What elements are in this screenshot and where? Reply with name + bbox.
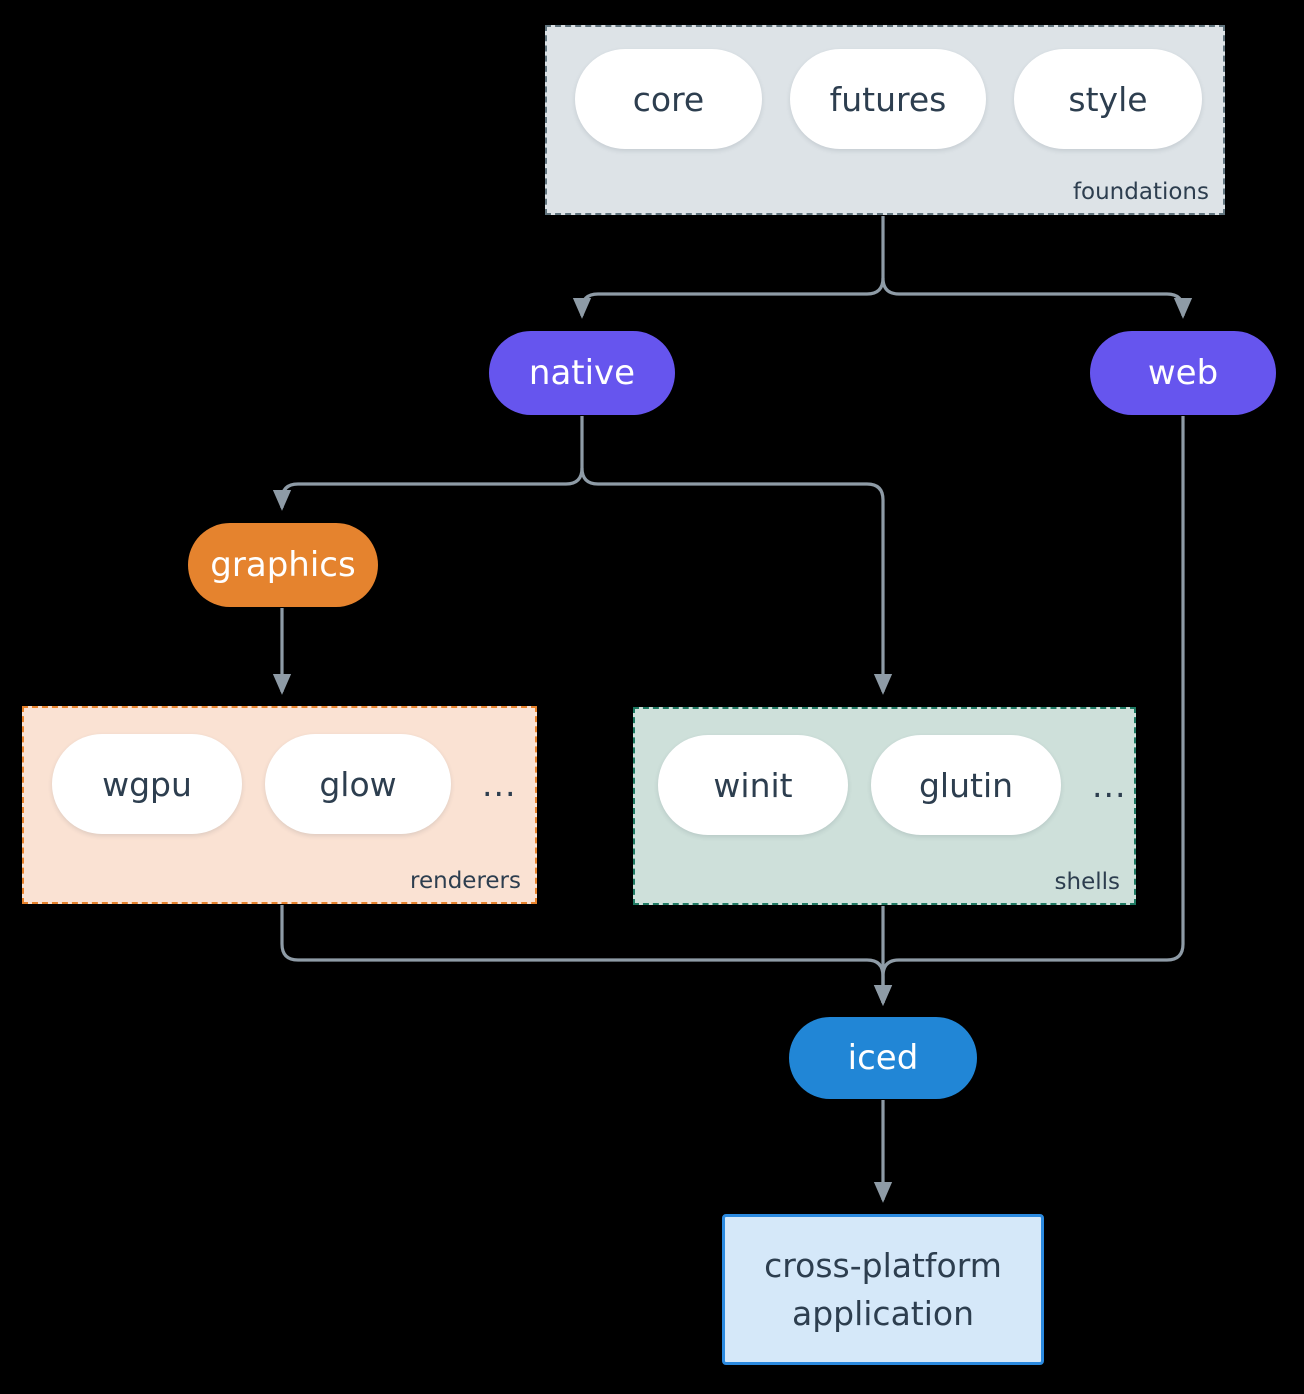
cluster-foundations-items: core futures style: [547, 49, 1251, 149]
cluster-shells-items: winit glutin ...: [635, 735, 1157, 835]
pill-futures[interactable]: futures: [790, 49, 986, 149]
node-native[interactable]: native: [489, 331, 675, 415]
cluster-renderers-label: renderers: [410, 868, 521, 894]
pill-style[interactable]: style: [1014, 49, 1202, 149]
application-label-line1: cross-platform: [764, 1245, 1002, 1285]
pill-glow[interactable]: glow: [265, 734, 451, 834]
edge-renderers-iced: [280, 905, 893, 1006]
application-label-line2: application: [791, 1293, 975, 1333]
pill-glutin[interactable]: glutin: [871, 735, 1061, 835]
node-iced[interactable]: iced: [789, 1017, 977, 1099]
edge-foundations-native: [572, 216, 885, 319]
edge-native-shells: [580, 467, 893, 695]
edge-foundations-web: [881, 277, 1193, 319]
cluster-foundations-label: foundations: [1072, 179, 1209, 205]
cluster-foundations: core futures style foundations: [545, 25, 1225, 215]
node-cross-platform-application[interactable]: cross-platform application: [722, 1214, 1044, 1365]
pill-core[interactable]: core: [575, 49, 762, 149]
shells-more-ellipsis: ...: [1092, 765, 1127, 805]
cluster-renderers: wgpu glow ... renderers: [22, 706, 537, 904]
pill-winit[interactable]: winit: [658, 735, 848, 835]
renderers-more-ellipsis: ...: [482, 764, 517, 804]
cluster-shells: winit glutin ... shells: [633, 707, 1136, 905]
pill-wgpu[interactable]: wgpu: [52, 734, 242, 834]
node-web[interactable]: web: [1090, 331, 1276, 415]
cluster-renderers-items: wgpu glow ...: [24, 734, 563, 834]
node-graphics[interactable]: graphics: [188, 523, 378, 607]
cluster-shells-label: shells: [1054, 869, 1120, 895]
edge-native-graphics: [272, 416, 584, 511]
